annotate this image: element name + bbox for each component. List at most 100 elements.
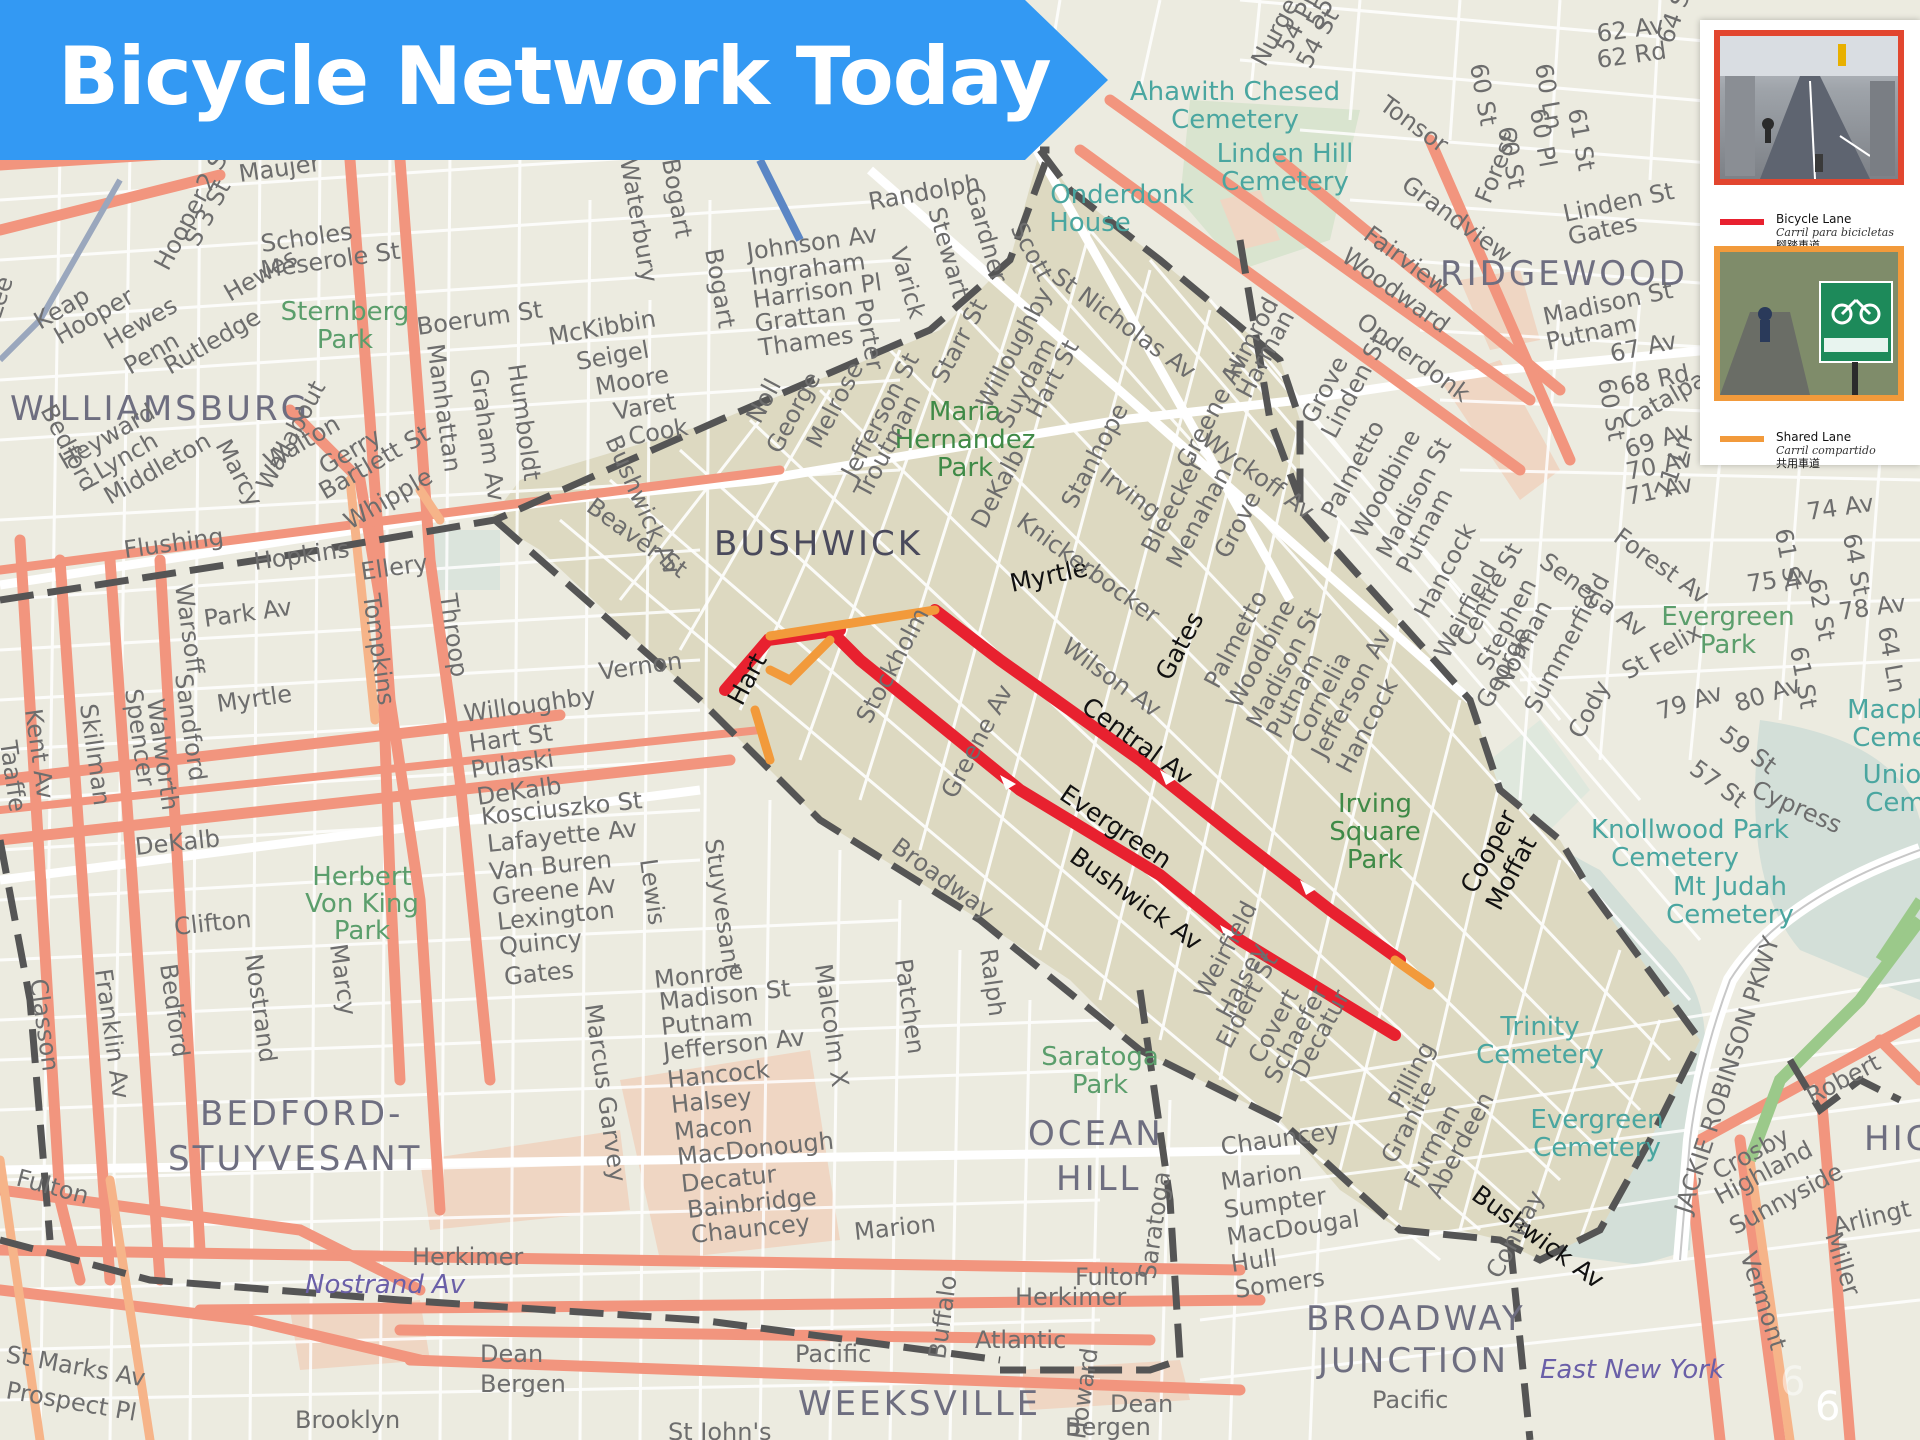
- label-pacific: Pacific: [795, 1340, 871, 1368]
- label-linden-2: Cemetery: [1221, 167, 1349, 197]
- label-hull: Hull: [1229, 1244, 1279, 1278]
- label-evergreen-park-2: Park: [1700, 630, 1756, 660]
- shared-lane-spanish: Carril compartido: [1776, 444, 1876, 457]
- bushwick-street-grid: [559, 229, 1702, 1262]
- label-broadway-junction-1: BROADWAY: [1306, 1299, 1526, 1339]
- myrtle-shared-lane[interactable]: [765, 605, 940, 641]
- label-williamsburg: WILLIAMSBURG: [10, 389, 310, 429]
- district-boundaries: [0, 146, 1902, 1440]
- label-trinity-2: Cemetery: [1476, 1040, 1604, 1070]
- label-evergreen-cem-1: Evergreen: [1530, 1105, 1663, 1135]
- shared-lane-swatch: [1720, 436, 1764, 442]
- bicycle-lane-photo-icon: [1720, 36, 1898, 180]
- label-union-1: Unio: [1863, 760, 1920, 790]
- label-east-new-york-station: East New York: [1540, 1355, 1725, 1385]
- bicycle-lane-name: Bicycle Lane: [1776, 212, 1852, 226]
- label-union-2: Cem: [1865, 788, 1920, 818]
- label-saratoga-2: Park: [1072, 1070, 1128, 1100]
- existing-shared-lanes: [0, 475, 1795, 1440]
- label-irving-3: Park: [1347, 845, 1403, 875]
- rail-line: [756, 158, 804, 242]
- cemetery-area-far-east: [1755, 720, 1920, 1000]
- small-green-area: [430, 530, 500, 590]
- label-bushwick: BUSHWICK: [714, 524, 923, 564]
- label-linden-1: Linden Hill: [1217, 139, 1354, 169]
- broadway-shared-link[interactable]: [750, 705, 775, 765]
- label-irving-2: Square: [1329, 817, 1421, 847]
- label-trinity-1: Trinity: [1499, 1012, 1579, 1042]
- label-evergreen-cem-2: Cemetery: [1533, 1133, 1661, 1163]
- neighborhood-labels: WILLIAMSBURG BUSHWICK RIDGEWOOD BEDFORD-…: [10, 254, 1920, 1424]
- label-dean: Dean: [480, 1340, 543, 1368]
- bike-route-sign-photo-icon: [1720, 252, 1898, 395]
- label-macph-1: Macph: [1847, 695, 1920, 725]
- label-maria-3: Park: [937, 453, 993, 483]
- label-broadway-junction-2: JUNCTION: [1316, 1341, 1509, 1381]
- cemetery-labels: Ahawith Chesed Cemetery Linden Hill Ceme…: [1049, 77, 1920, 1163]
- page-title: Bicycle Network Today: [58, 30, 1052, 123]
- label-bedstuy-1: BEDFORD-: [200, 1094, 403, 1134]
- label-ocean-hill-1: OCEAN: [1028, 1114, 1164, 1154]
- label-nostrand-av-station: Nostrand Av: [305, 1270, 466, 1300]
- hart-shared-lane[interactable]: [765, 635, 835, 686]
- label-knollwood-2: Cemetery: [1611, 843, 1739, 873]
- label-mtjudah-1: Mt Judah: [1673, 872, 1787, 902]
- lane-direction-arrows: [1000, 770, 1316, 940]
- label-onderdonk-2: House: [1049, 208, 1130, 238]
- label-st-johns: St John's: [668, 1418, 772, 1440]
- shared-lane-legend-text: Shared Lane Carril compartido 共用車道: [1776, 430, 1916, 470]
- label-maria-1: Maria: [929, 397, 1001, 427]
- label-bergen-east: Bergen: [1065, 1413, 1151, 1440]
- park-labels: Sternberg Park Maria Hernandez Park Irvi…: [281, 297, 1795, 1100]
- label-weeksville: WEEKSVILLE: [798, 1384, 1041, 1424]
- page-number: 6: [1815, 1384, 1840, 1430]
- label-herkimer: Herkimer: [412, 1243, 523, 1271]
- label-maria-2: Hernandez: [895, 425, 1036, 455]
- label-ahawith-1: Ahawith Chesed: [1130, 77, 1340, 107]
- label-irving-1: Irving: [1338, 789, 1412, 819]
- label-sternberg-2: Park: [317, 325, 373, 355]
- label-dean-east: Dean: [1110, 1390, 1173, 1418]
- evergreen-bike-lane[interactable]: [824, 624, 1401, 1041]
- bicycle-lane-spanish: Carril para bicicletas: [1776, 226, 1894, 239]
- label-herkimer-east: Herkimer: [1015, 1283, 1126, 1311]
- label-onderdonk-1: Onderdonk: [1050, 180, 1194, 210]
- label-ocean-hill-2: HILL: [1056, 1159, 1141, 1199]
- label-ridgewood: RIDGEWOOD: [1440, 254, 1688, 294]
- label-knollwood-1: Knollwood Park: [1591, 815, 1789, 845]
- label-saratoga-1: Saratoga: [1041, 1042, 1159, 1072]
- shared-lane-name: Shared Lane: [1776, 430, 1852, 444]
- label-fulton: Fulton: [1075, 1263, 1149, 1291]
- bicycle-lane-swatch: [1720, 219, 1764, 225]
- shared-lane-chinese: 共用車道: [1776, 457, 1820, 470]
- label-brooklyn: Brooklyn: [295, 1406, 400, 1434]
- label-ahawith-2: Cemetery: [1171, 105, 1299, 135]
- legend-panel: Bicycle Lane Carril para bicicletas 腳踏車道…: [1700, 20, 1920, 470]
- label-atlantic: Atlantic: [975, 1326, 1066, 1354]
- existing-bike-network: [0, 94, 1920, 1440]
- shared-lane-photo: [1714, 246, 1904, 401]
- label-mtjudah-2: Cemetery: [1666, 900, 1794, 930]
- central-av-bike-lane[interactable]: [929, 604, 1406, 966]
- transit-labels: Nostrand Av East New York: [305, 1270, 1725, 1385]
- label-pacific-east: Pacific: [1372, 1386, 1448, 1414]
- page-number-ghost: 6: [1780, 1359, 1805, 1405]
- central-av-shared-lane[interactable]: [1390, 955, 1435, 990]
- label-bergen: Bergen: [480, 1370, 566, 1398]
- label-bedstuy-2: STUYVESANT: [168, 1139, 422, 1179]
- label-highland: HIG: [1864, 1119, 1920, 1159]
- bushwick-focus-area: [490, 150, 1700, 1260]
- linden-hill-cemetery-area: [1180, 100, 1360, 270]
- label-evergreen-park-1: Evergreen: [1661, 602, 1794, 632]
- label-herbert-2: Von King: [305, 889, 419, 919]
- label-macph-2: Ceme: [1852, 723, 1920, 753]
- bicycle-lane-photo: [1714, 30, 1904, 185]
- title-banner-shape: [0, 0, 1108, 160]
- label-sternberg-1: Sternberg: [281, 297, 410, 327]
- rail-line-west: [0, 178, 123, 363]
- label-herbert-3: Park: [334, 916, 390, 946]
- label-herbert-1: Herbert: [312, 862, 412, 892]
- shared-lanes[interactable]: [750, 605, 1435, 990]
